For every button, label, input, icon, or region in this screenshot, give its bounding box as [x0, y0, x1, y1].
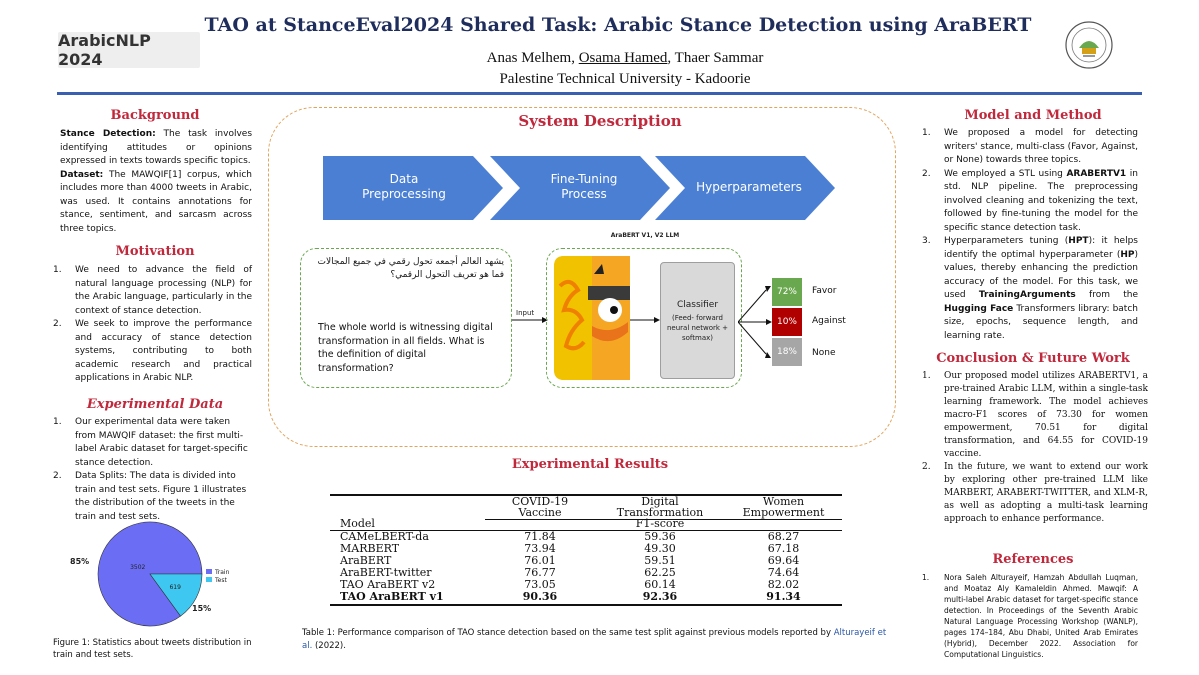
background-text: Stance Detection: The task involves iden… [60, 128, 252, 236]
model-arrow [630, 317, 660, 323]
col-header-women-2: Empowerment [742, 506, 825, 519]
english-input-text: The whole world is witnessing digital tr… [318, 322, 493, 374]
col-header-covid-2: Vaccine [518, 506, 562, 519]
output-arrows [738, 286, 772, 358]
list-item: 2.We seek to improve the performance and… [53, 319, 252, 383]
author-2: Osama Hamed [578, 50, 668, 66]
system-description-panel [268, 107, 896, 447]
list-item: 2.We employed a STL using ARABERTV1 in s… [922, 168, 1138, 233]
table-caption: Table 1: Performance comparison of TAO s… [302, 628, 887, 651]
classifier-subtitle: (Feed- forward neural network + softmax) [666, 314, 729, 342]
step-2-line-1: Fine-Tuning [550, 172, 618, 186]
legend-swatch-test [206, 577, 212, 582]
pie-value-test: 619 [169, 584, 181, 591]
conference-badge: ArabicNLP 2024 [58, 31, 200, 69]
table-header-line-2: Vaccine Transformation Empowerment [330, 507, 842, 519]
dataset-label: Dataset: [60, 169, 104, 180]
step-hyperparameters: Hyperparameters [655, 156, 835, 220]
citation-link[interactable]: Alturayeif et al. [302, 628, 887, 651]
poster-title: TAO at StanceEval2024 Shared Task: Arabi… [204, 14, 1032, 36]
table-header-line-1: COVID-19 Digital Women [330, 496, 842, 508]
model-header: Model [340, 517, 375, 530]
classifier-box [660, 262, 735, 379]
table-bottom-rule [330, 604, 842, 606]
stance-detection-text: The task involves identifying attitudes … [60, 129, 253, 166]
step-2-line-2: Process [561, 187, 607, 201]
table-mid-rule [330, 530, 842, 531]
pie-percent-test: 15% [192, 604, 211, 613]
input-arrow-label: Input [516, 309, 535, 317]
list-item: 1.We need to advance the field of natura… [53, 265, 252, 316]
pie-slice-test [149, 573, 203, 617]
table-header-rule [485, 519, 842, 520]
header-divider [57, 92, 1142, 95]
arabic-input-text: يشهد العالم أجمعه تحول رقمي في جميع المج… [317, 257, 504, 280]
model-caption: AraBERT V1, V2 LLM [610, 232, 680, 239]
table-metric-row: Model F1-score [330, 518, 842, 530]
metric-header: F1-score [635, 517, 685, 530]
legend-label-test: Test [214, 577, 227, 584]
col-header-covid-1: COVID-19 [511, 495, 569, 508]
output-against-label: Against [812, 316, 846, 326]
list-item: 1.We proposed a model for detecting writ… [922, 128, 1138, 165]
step-1-line-1: Data [389, 172, 419, 186]
list-item: 1.Nora Saleh Alturayeif, Hamzah Abdullah… [922, 573, 1138, 659]
col-header-women-1: Women [762, 495, 805, 508]
input-arrow [512, 317, 548, 323]
stance-detection-label: Stance Detection: [60, 129, 156, 139]
output-favor-bar: 72% [772, 278, 802, 306]
tweets-pie-chart: 3502 619 85% 15% Train Test [70, 521, 230, 627]
list-item: 2.In the future, we want to extend our w… [922, 462, 1148, 524]
experimental-data-heading: Experimental Data [86, 397, 224, 412]
legend-label-train: Train [214, 569, 230, 576]
arabert-mascot-icon [554, 256, 630, 380]
pie-value-train: 3502 [130, 564, 145, 571]
affiliation: Palestine Technical University - Kadoori… [499, 71, 751, 87]
output-favor-label: Favor [812, 286, 837, 296]
model-method-heading: Model and Method [964, 108, 1102, 123]
col-header-digital-2: Transformation [616, 506, 704, 519]
output-none-label: None [812, 348, 836, 358]
output-none-bar: 18% [772, 338, 802, 366]
experimental-data-list: 1.Our experimental data were taken from … [53, 416, 252, 524]
motivation-heading: Motivation [115, 244, 195, 259]
legend-swatch-train [206, 569, 212, 574]
list-item: 1.Our experimental data were taken from … [53, 417, 248, 468]
background-heading: Background [110, 108, 200, 123]
step-3-line-1: Hyperparameters [696, 180, 802, 194]
author-1: Anas Melhem, [486, 50, 579, 66]
author-3: , Thaer Sammar [667, 50, 764, 66]
figure-caption: Figure 1: Statistics about tweets distri… [53, 638, 252, 660]
references-list: 1.Nora Saleh Alturayeif, Hamzah Abdullah… [922, 572, 1138, 660]
list-item: 3.Hyperparameters tuning (HPT): it helps… [922, 236, 1138, 341]
model-method-list: 1.We proposed a model for detecting writ… [922, 127, 1138, 343]
conclusion-heading: Conclusion & Future Work [936, 351, 1130, 366]
references-heading: References [992, 552, 1074, 567]
col-header-digital-1: Digital [641, 495, 679, 508]
experimental-results-heading: Experimental Results [511, 457, 669, 472]
output-against-bar: 10% [772, 308, 802, 336]
conclusion-list: 1.Our proposed model utilizes ARABERTV1,… [922, 370, 1148, 526]
table-top-rule [330, 494, 842, 496]
system-description-heading: System Description [518, 112, 682, 130]
authors: Anas Melhem, Osama Hamed, Thaer Sammar [300, 50, 950, 67]
university-logo [1065, 21, 1113, 69]
list-item: 2.Data Splits: The data is divided into … [53, 471, 247, 522]
classifier-title: Classifier [676, 300, 719, 310]
list-item: 1.Our proposed model utilizes ARABERTV1,… [922, 371, 1148, 459]
step-1-line-2: Preprocessing [362, 187, 446, 201]
pie-percent-train: 85% [70, 557, 89, 566]
input-example-box [300, 248, 512, 388]
motivation-list: 1.We need to advance the field of natura… [53, 264, 252, 386]
dataset-text: The MAWQIF[1] corpus, which includes mor… [60, 169, 252, 234]
